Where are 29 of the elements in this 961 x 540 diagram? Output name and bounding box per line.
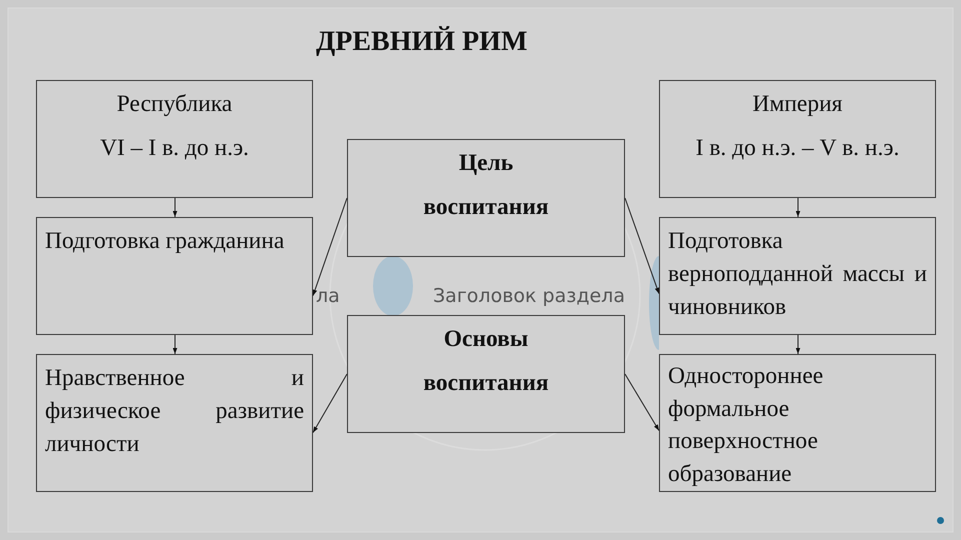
arrow <box>624 198 660 294</box>
arrow <box>172 334 178 354</box>
slide-title: ДРЕВНИЙ РИМ <box>316 26 528 58</box>
period-dates: VI – I в. до н.э. <box>99 134 250 162</box>
arrow <box>796 198 800 218</box>
box-heading: Цель воспитания <box>422 149 550 222</box>
box-text: Нравственное и физическое развитие личности <box>44 364 305 459</box>
arrow <box>624 374 660 432</box>
box-text: Подготовка гражданина <box>44 227 286 256</box>
arrow <box>796 334 800 354</box>
period-dates: I в. до н.э. – V в. н.э. <box>694 134 900 162</box>
training-box <box>659 217 936 335</box>
box-text: Подготовка верноподданной массы и чиновников <box>667 227 928 322</box>
goal-box <box>347 139 625 257</box>
outcome-box <box>659 354 936 492</box>
arrow <box>172 198 178 218</box>
period-box <box>36 80 313 198</box>
period-name: Республика <box>116 90 234 118</box>
box-text: Одностороннее формальное поверхностное образование <box>667 362 824 488</box>
section-heading: Заголовок раздела <box>433 285 625 307</box>
foundation-box <box>347 315 625 433</box>
arrow <box>312 198 348 296</box>
box-heading: Основы воспитания <box>422 325 550 398</box>
training-box <box>36 217 313 335</box>
period-name: Империя <box>752 90 844 118</box>
section-heading-fragment: ла <box>316 285 340 307</box>
arrow <box>312 374 348 434</box>
outcome-box <box>36 354 313 492</box>
period-box <box>659 80 936 198</box>
